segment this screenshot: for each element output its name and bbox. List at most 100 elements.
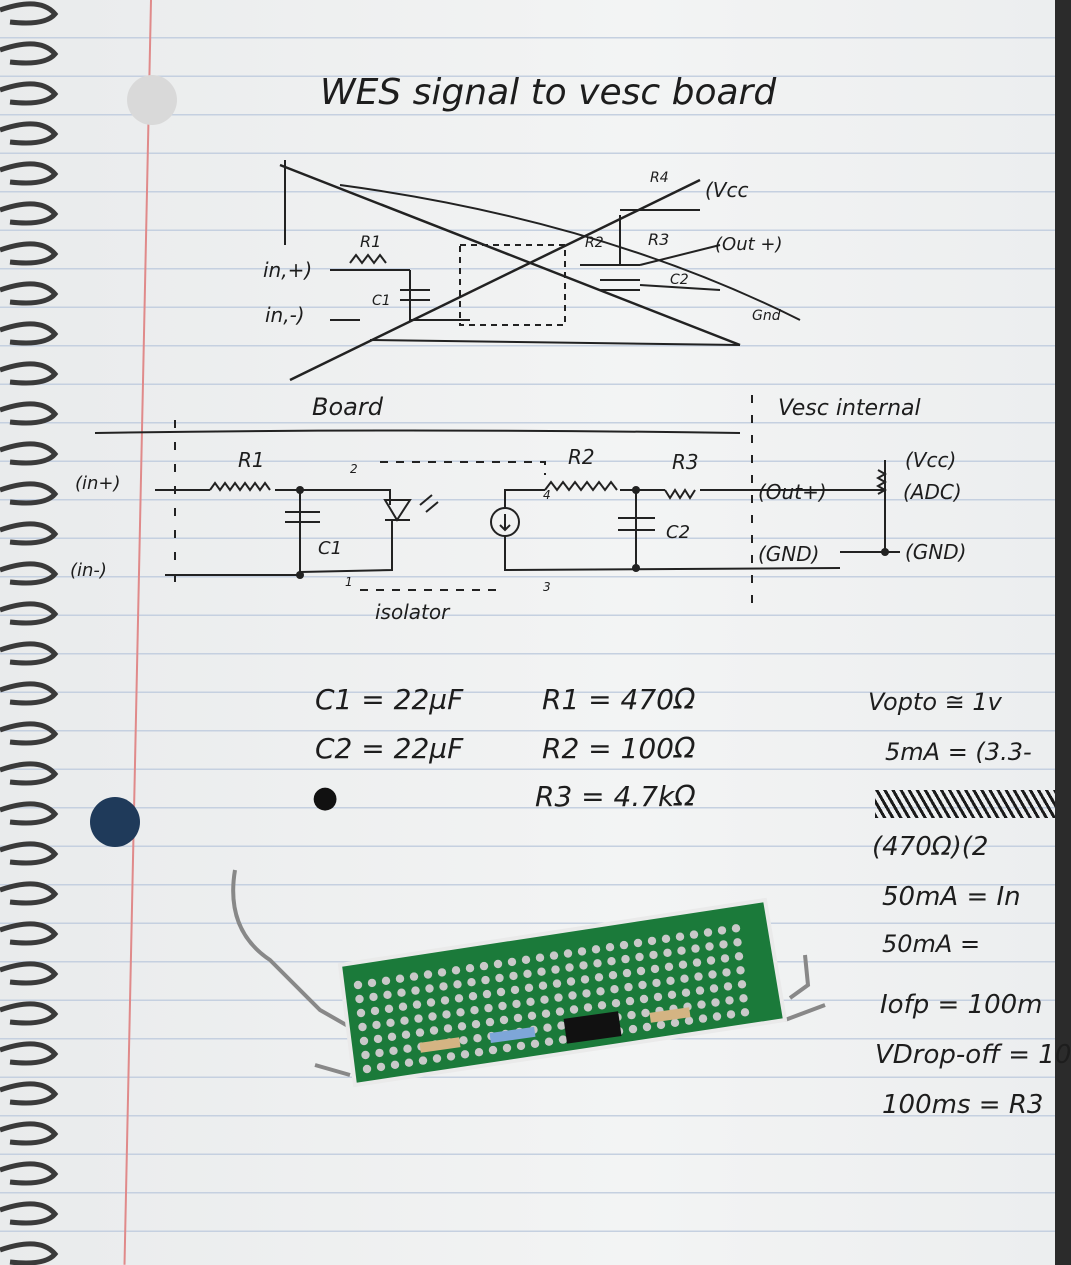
solder-pad <box>527 1011 537 1020</box>
solder-pad <box>642 1022 652 1032</box>
solder-pad <box>496 987 506 997</box>
solder-pad <box>583 1003 593 1012</box>
solder-pad <box>375 1048 384 1058</box>
spiral-coil <box>0 1 59 26</box>
solder-pad <box>638 980 647 990</box>
solder-pad <box>610 985 619 994</box>
wire-left <box>231 869 356 1032</box>
solder-pad <box>451 966 461 975</box>
label-adc: (ADC) <box>903 480 962 504</box>
solder-pad <box>670 1018 680 1027</box>
old-label-in-minus: in,-) <box>265 303 305 327</box>
solder-pad <box>426 998 436 1007</box>
solder-pad <box>624 982 633 992</box>
solder-pad <box>381 976 391 985</box>
solder-pad <box>647 936 657 946</box>
old-label-gnd: Gnd <box>752 308 781 324</box>
solder-pad <box>510 985 520 995</box>
old-label-c2: C2 <box>670 272 689 288</box>
solder-pad <box>566 977 576 986</box>
spiral-coil <box>0 1041 59 1066</box>
solder-pad <box>596 987 605 996</box>
solder-pad <box>404 1058 414 1067</box>
solder-pad <box>509 971 518 981</box>
solder-pad <box>628 1024 638 1034</box>
calc-line-2: 5mA = (3.3- <box>885 738 1032 766</box>
solder-pad <box>470 1006 479 1015</box>
solder-pad <box>607 957 616 966</box>
solder-pad <box>678 960 688 969</box>
solder-pad <box>446 1052 456 1061</box>
solder-pad <box>543 1023 552 1032</box>
label-in-minus: (in-) <box>70 560 107 581</box>
solder-pad <box>471 1019 481 1029</box>
solder-pad <box>544 1037 554 1046</box>
solder-pad <box>712 1012 722 1021</box>
solder-pad <box>639 994 649 1004</box>
solder-pad <box>549 951 559 960</box>
solder-pad <box>358 1022 367 1032</box>
calc-line-4: 50mA = In <box>882 882 1021 912</box>
solder-pad <box>557 1021 566 1030</box>
solder-pad <box>412 1000 422 1009</box>
solder-pad <box>722 968 731 977</box>
solder-pad <box>418 1056 428 1065</box>
wire-right <box>788 954 811 1000</box>
solder-pad <box>711 998 720 1007</box>
solder-pad <box>697 1000 706 1009</box>
old-label-vcc: (Vcc <box>705 178 749 202</box>
calc-line-8: 100ms = R3 <box>882 1090 1044 1120</box>
spiral-coil <box>0 841 59 866</box>
solder-pad <box>498 1001 507 1011</box>
solder-pad <box>507 957 517 967</box>
label-out-plus: (Out+) <box>758 480 827 504</box>
solder-pad <box>516 1041 526 1051</box>
solder-pad <box>356 1008 366 1018</box>
label-pin4: 4 <box>543 488 551 502</box>
solder-pad <box>650 964 660 974</box>
solder-pad <box>554 993 563 1002</box>
solder-pad <box>667 990 677 999</box>
spiral-coil <box>0 41 59 66</box>
solder-pad <box>695 986 705 995</box>
solder-pad <box>437 968 447 977</box>
solder-pad <box>705 942 714 951</box>
solder-pad <box>362 1064 372 1074</box>
perfboard <box>231 869 826 1088</box>
binder-hole-bottom <box>90 797 140 847</box>
scribbled-out-line <box>875 790 1055 818</box>
solder-pad <box>555 1007 565 1016</box>
solder-pad <box>428 1012 437 1021</box>
solder-pad <box>708 970 717 979</box>
solder-pad <box>636 966 646 976</box>
wire-right-lower <box>784 1003 826 1022</box>
old-label-out-plus: (Out +) <box>715 234 783 255</box>
value-c1: C1 = 22µF <box>315 683 464 716</box>
solder-pad <box>432 1054 442 1063</box>
spiral-coil <box>0 1121 59 1146</box>
spiral-coil <box>0 401 59 426</box>
spiral-coil <box>0 1241 59 1265</box>
label-r2: R2 <box>568 445 595 469</box>
solder-pad <box>383 990 392 999</box>
solder-pad <box>621 954 630 964</box>
old-label-r1: R1 <box>360 232 382 251</box>
solder-pad <box>691 944 700 953</box>
solder-pad <box>579 961 588 970</box>
solder-pad <box>460 1050 470 1059</box>
solder-pad <box>409 972 419 981</box>
solder-pad <box>680 974 689 983</box>
solder-pad <box>538 981 548 990</box>
solder-pad <box>439 982 448 991</box>
solder-pad <box>530 1039 540 1049</box>
solder-pad <box>619 940 629 950</box>
solder-pad <box>677 946 686 955</box>
solder-pad <box>731 924 741 933</box>
solder-pad <box>734 952 744 961</box>
resistor-1 <box>419 1037 461 1053</box>
old-schematic-crossed-out <box>279 160 801 382</box>
label-c2: C2 <box>666 522 691 543</box>
solder-pad <box>569 1005 579 1014</box>
label-gnd2: (GND) <box>905 540 967 564</box>
